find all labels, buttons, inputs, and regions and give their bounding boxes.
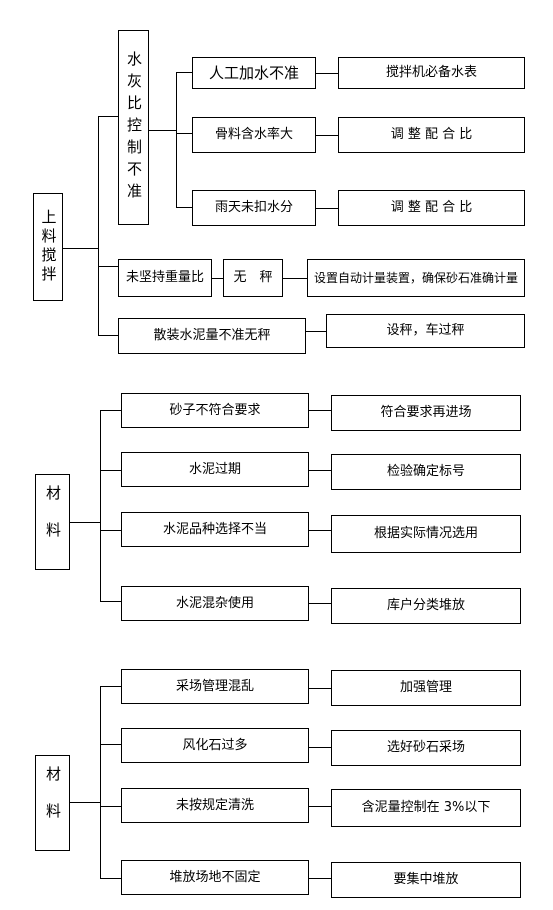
root-box-mixing: 上料搅拌 — [33, 193, 63, 301]
cause-box: 未坚持重量比 — [118, 259, 212, 297]
measure-box: 搅拌机必备水表 — [338, 57, 525, 89]
cause-box: 未按规定清洗 — [121, 788, 309, 823]
connector — [98, 116, 118, 117]
measure-box: 根据实际情况选用 — [331, 515, 521, 553]
connector — [316, 208, 338, 209]
measure-box: 设秤，车过秤 — [326, 314, 525, 348]
connector — [100, 410, 101, 602]
measure-box: 调 整 配 合 比 — [338, 190, 525, 226]
connector — [98, 335, 118, 336]
measure-box: 设置自动计量装置，确保砂石准确计量 — [307, 259, 525, 297]
connector — [306, 331, 326, 332]
branch-box-water-cement-ratio: 水灰比控制不准 — [118, 30, 149, 225]
connector — [309, 470, 331, 471]
connector — [176, 207, 192, 208]
cause-box: 骨料含水率大 — [192, 117, 316, 153]
connector — [309, 878, 331, 879]
cause-box: 水泥品种选择不当 — [121, 512, 309, 547]
connector — [212, 278, 223, 279]
connector — [309, 806, 331, 807]
cause-box: 堆放场地不固定 — [121, 860, 309, 895]
connector — [176, 72, 192, 73]
measure-box: 库户分类堆放 — [331, 588, 521, 624]
connector — [70, 802, 100, 803]
connector — [100, 530, 121, 531]
cause-box: 砂子不符合要求 — [121, 393, 309, 428]
cause-box: 雨天未扣水分 — [192, 190, 316, 226]
connector — [63, 248, 98, 249]
connector — [100, 744, 121, 745]
connector — [176, 72, 177, 208]
connector — [176, 133, 192, 134]
connector — [100, 601, 121, 602]
connector — [100, 410, 121, 411]
root-box-materials: 材料 — [35, 474, 70, 570]
measure-box: 含泥量控制在 3%以下 — [331, 789, 521, 827]
connector — [283, 278, 307, 279]
measure-box: 调 整 配 合 比 — [338, 117, 525, 153]
connector — [316, 73, 338, 74]
cause-box: 采场管理混乱 — [121, 669, 309, 704]
cause-box: 水泥过期 — [121, 452, 309, 487]
connector — [309, 688, 331, 689]
connector — [309, 530, 331, 531]
connector — [100, 686, 101, 878]
measure-box: 选好砂石采场 — [331, 730, 521, 766]
measure-box: 符合要求再进场 — [331, 395, 521, 431]
cause-box: 风化石过多 — [121, 728, 309, 763]
connector — [100, 686, 121, 687]
cause-box: 人工加水不准 — [192, 57, 316, 89]
measure-box: 要集中堆放 — [331, 862, 521, 898]
connector — [98, 266, 118, 267]
connector — [149, 130, 176, 131]
cause-box: 散装水泥量不准无秤 — [118, 318, 306, 354]
measure-box: 检验确定标号 — [331, 454, 521, 490]
connector — [316, 135, 338, 136]
connector — [70, 522, 100, 523]
root-box-materials-2: 材料 — [35, 755, 70, 851]
connector — [309, 603, 331, 604]
connector — [309, 410, 331, 411]
cause-box: 水泥混杂使用 — [121, 586, 309, 621]
connector — [98, 116, 99, 335]
connector — [100, 806, 121, 807]
measure-box: 加强管理 — [331, 670, 521, 706]
connector — [100, 878, 121, 879]
connector — [309, 747, 331, 748]
no-scale-box: 无 秤 — [223, 259, 283, 297]
connector — [100, 470, 121, 471]
